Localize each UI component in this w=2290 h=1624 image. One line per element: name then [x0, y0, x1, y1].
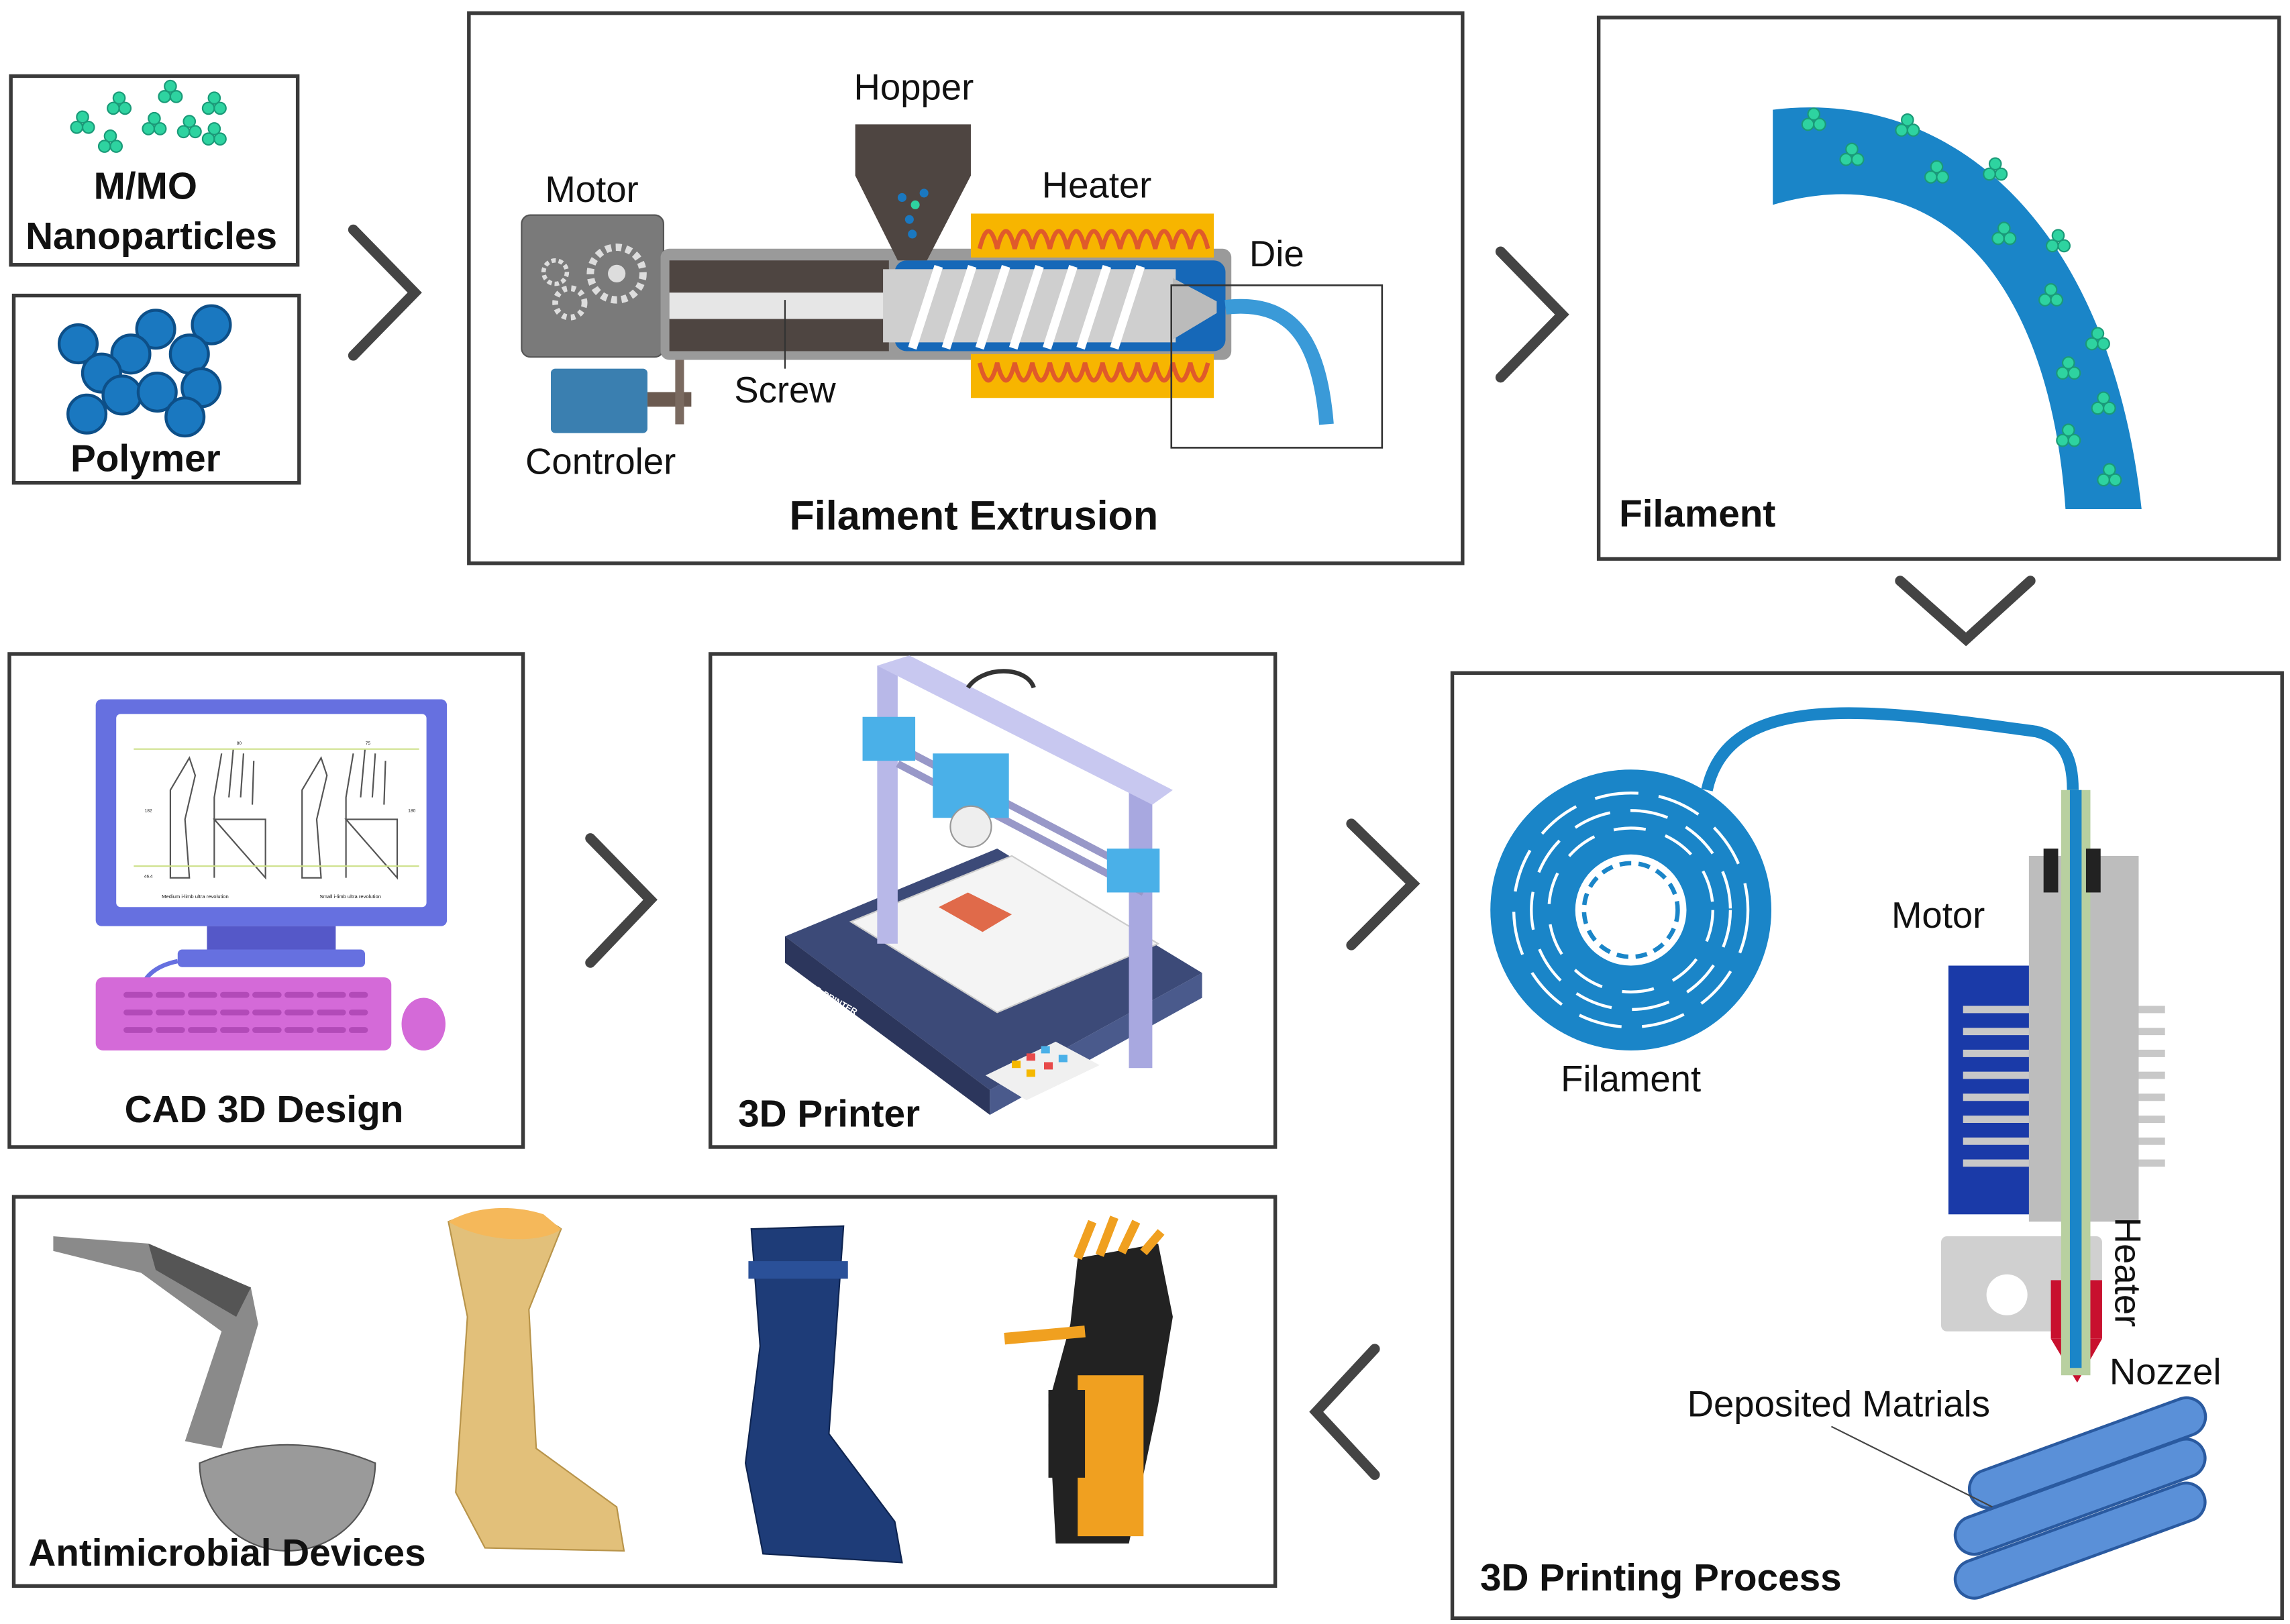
deposited-materials-illustration [1830, 1396, 2207, 1600]
filament-title: Filament [1619, 493, 1775, 535]
filament-label: Filament [1561, 1059, 1701, 1099]
arrow-right-icon [585, 833, 658, 968]
screw-label: Screw [734, 370, 836, 411]
arrow-right-icon [1346, 818, 1420, 951]
filament-panel: Filament [1596, 15, 2281, 561]
3d-printer-title: 3D Printer [738, 1093, 920, 1135]
filament-feed-line [1701, 707, 2079, 792]
cad-dimension: 80 [237, 741, 242, 746]
prosthetic-hand-image [1004, 1215, 1173, 1544]
ankle-foot-prosthesis-image [448, 1207, 625, 1552]
mouse-icon [401, 997, 446, 1051]
arrow-left-icon [1309, 1344, 1380, 1480]
hotend-illustration [1941, 790, 2165, 1383]
3d-printer-illustration [784, 655, 1202, 1115]
cad-dimension: 182 [145, 809, 152, 814]
antimicrobial-devices-title: Antimicrobial Devices [28, 1532, 425, 1574]
cad-dimension: 75 [366, 741, 371, 746]
cad-title: CAD 3D Design [125, 1089, 404, 1131]
nozzle-label: Nozzel [2110, 1351, 2222, 1392]
keyboard-icon [95, 977, 392, 1051]
nanoparticles-label: M/MO [94, 166, 197, 208]
polymer-label: Polymer [70, 437, 221, 480]
nanoparticles-panel: M/MO Nanoparticles [9, 74, 300, 267]
motor-label: Motor [545, 169, 638, 210]
cad-dimension: 180 [408, 809, 415, 814]
die-label: Die [1249, 233, 1304, 274]
heater-label: Heater [1042, 164, 1152, 205]
3d-printing-process-title: 3D Printing Process [1480, 1557, 1842, 1599]
extruder-illustration [521, 124, 1384, 449]
deposited-materials-label: Deposited Matrials [1687, 1383, 1990, 1424]
3d-printer-panel: 3D PRINTER 3D Printer [708, 652, 1278, 1149]
filament-extrusion-panel: Hopper Motor Heater Die Screw Controler … [467, 11, 1465, 565]
keypad-icon [985, 1041, 1100, 1101]
nanoparticles-label-2: Nanoparticles [25, 215, 277, 258]
ankle-brace-image [744, 1225, 903, 1564]
arrow-right-icon [348, 224, 422, 361]
controller-label: Controler [525, 441, 676, 482]
3d-printing-process-panel: Motor Filament Heater Nozzel Deposited M… [1450, 671, 2284, 1621]
cad-dimension: 46.4 [144, 875, 153, 879]
cad-design-panel: Medium i-limb ultra revolution Small i-l… [7, 652, 525, 1149]
hip-implant-image [53, 1236, 376, 1552]
arrow-right-icon [1495, 246, 1569, 383]
hopper-label: Hopper [853, 66, 974, 107]
heater-label: Heater [2107, 1217, 2148, 1328]
cad-hand-drawing [134, 748, 419, 880]
polymer-panel: Polymer [11, 293, 301, 485]
filament-spool-icon [1490, 769, 1772, 1051]
antimicrobial-devices-panel: Antimicrobial Devices [11, 1195, 1278, 1588]
computer-monitor-icon [95, 699, 448, 995]
cad-caption: Medium i-limb ultra revolution [162, 894, 229, 900]
filament-extrusion-title: Filament Extrusion [789, 493, 1158, 539]
cad-caption: Small i-limb ultra revolution [319, 894, 381, 900]
motor-label: Motor [1891, 895, 1985, 936]
arrow-down-icon [1895, 576, 2036, 647]
